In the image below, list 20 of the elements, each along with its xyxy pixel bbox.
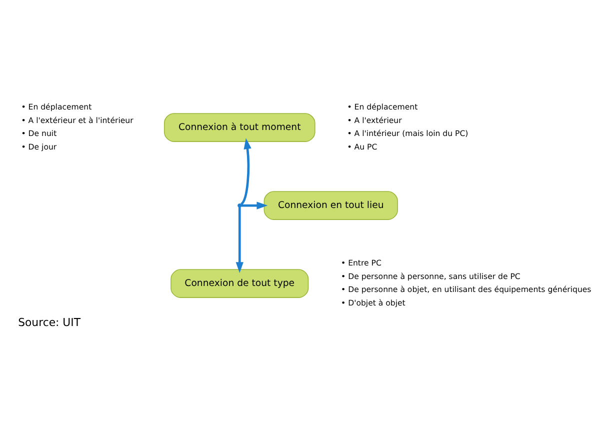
label: • En déplacement <box>21 102 92 112</box>
arrow <box>241 201 268 209</box>
node-box: Connexion de tout type <box>170 268 309 298</box>
label: • De jour <box>21 142 57 151</box>
node-point <box>238 202 242 208</box>
label: • En déplacement <box>347 102 418 112</box>
arrow <box>240 138 252 205</box>
label: • De nuit <box>21 128 57 138</box>
label: • De personne à personne, sans utiliser de PC <box>341 271 520 280</box>
label: • A l'extérieur <box>347 115 402 124</box>
label: • A l'intérieur (mais loin du PC) <box>347 128 468 138</box>
label: • Au PC <box>347 142 378 151</box>
label: • Entre PC <box>341 258 382 268</box>
node-box: Connexion à tout moment <box>164 112 316 142</box>
caption: Source: UIT <box>18 315 81 328</box>
label: • A l'extérieur et à l'intérieur <box>21 115 134 124</box>
arrow <box>236 206 244 273</box>
label: • De personne à objet, en utilisant des équipements génériques <box>341 284 592 294</box>
node-box: Connexion en tout lieu <box>264 190 398 220</box>
label: • D'objet à objet <box>341 298 406 307</box>
